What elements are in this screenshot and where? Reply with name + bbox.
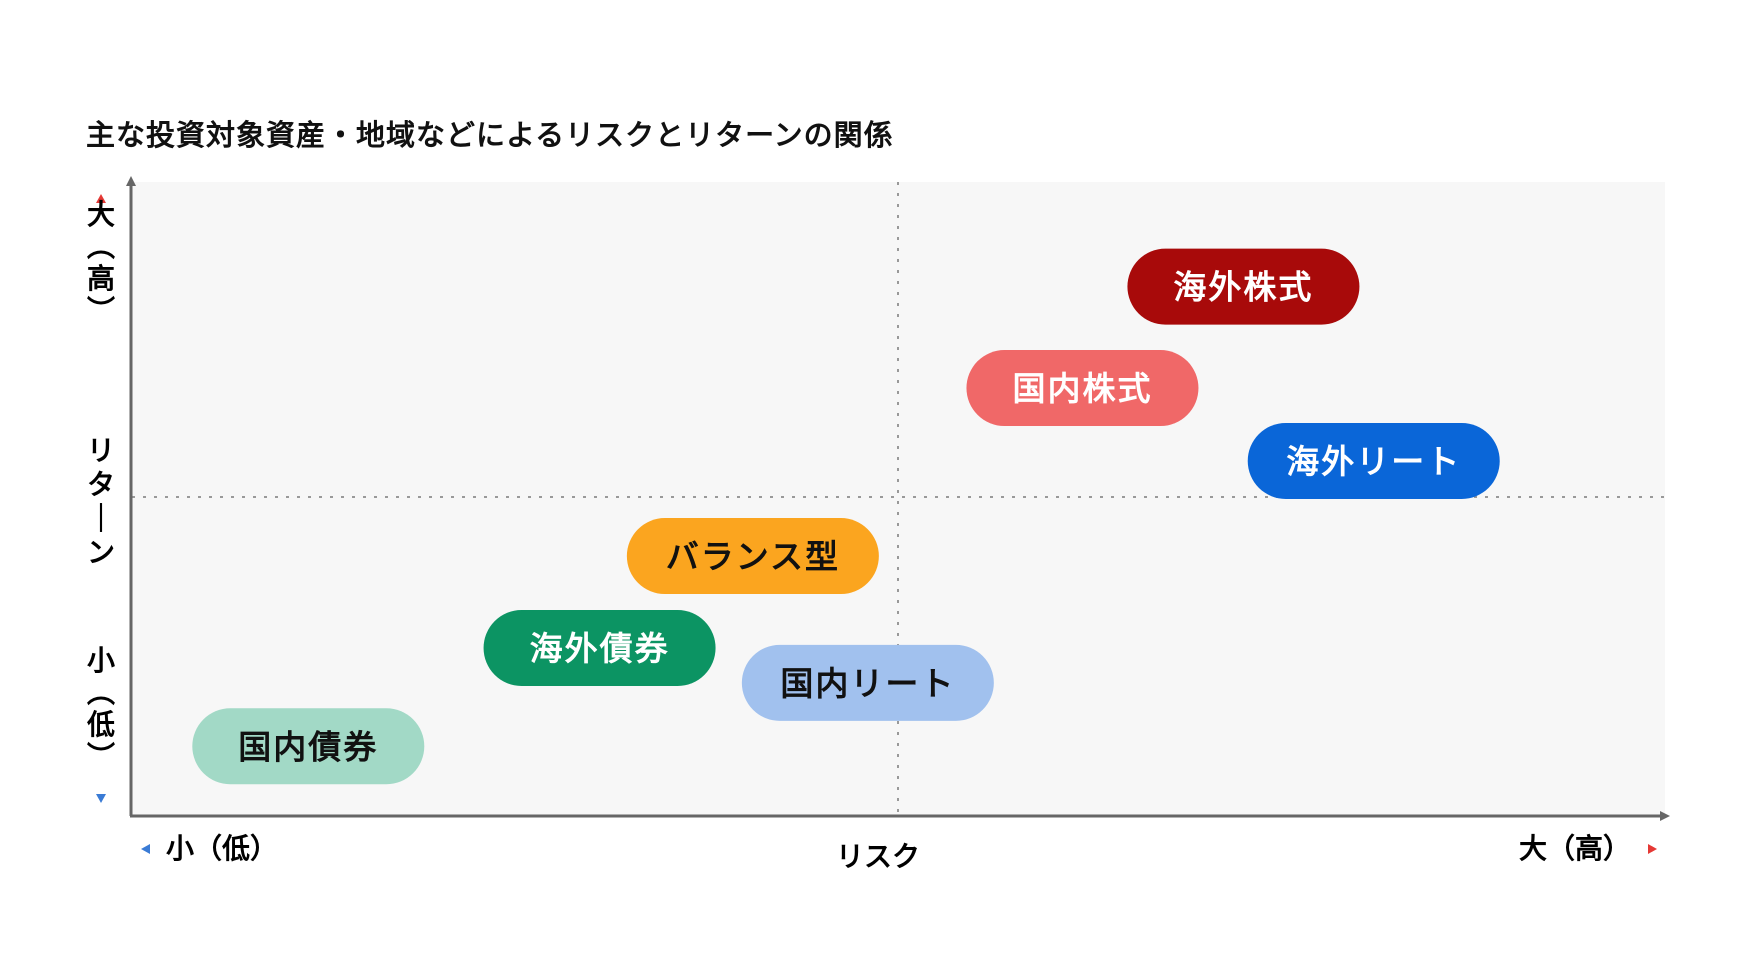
chart-title: 主な投資対象資産・地域などによるリスクとリターンの関係 <box>86 118 894 152</box>
x-axis-label: リスク <box>836 840 920 873</box>
data-point-pill <box>741 644 994 721</box>
data-point-pill <box>192 708 425 785</box>
y-low-label: 小︵低︶ <box>86 644 115 773</box>
data-point-label: バランス型 <box>666 537 840 576</box>
data-point-pill <box>1247 422 1500 499</box>
y-axis-arrowhead <box>126 176 136 186</box>
y-low-arrow-icon <box>96 794 106 803</box>
data-point-label: 海外リート <box>1286 442 1461 481</box>
x-axis-arrowhead <box>1660 811 1670 821</box>
y-axis-label: リタ｜ン <box>87 434 115 569</box>
data-point-5: 国内リート <box>741 644 994 721</box>
data-point-pill <box>483 609 716 686</box>
y-high-arrow-icon <box>96 194 106 203</box>
data-point-label: 海外株式 <box>1173 268 1313 307</box>
x-low-arrow-icon <box>141 844 150 854</box>
x-high-label: 大（高） <box>1519 832 1631 865</box>
data-point-pill <box>966 350 1199 427</box>
data-point-label: 国内株式 <box>1012 369 1152 408</box>
data-point-3: バランス型 <box>626 518 879 595</box>
x-low-label: 小（低） <box>166 832 278 865</box>
data-point-1: 国内株式 <box>966 350 1199 427</box>
data-point-pill <box>626 518 879 595</box>
data-point-6: 国内債券 <box>192 708 425 785</box>
data-point-4: 海外債券 <box>483 609 716 686</box>
data-point-label: 国内債券 <box>238 727 378 766</box>
y-high-label: 大︵高︶ <box>87 198 115 327</box>
data-point-label: 国内リート <box>780 664 955 703</box>
data-point-0: 海外株式 <box>1127 248 1360 325</box>
x-high-arrow-icon <box>1648 844 1657 854</box>
data-point-label: 海外債券 <box>530 629 670 668</box>
data-point-pill <box>1127 248 1360 325</box>
data-point-2: 海外リート <box>1247 422 1500 499</box>
